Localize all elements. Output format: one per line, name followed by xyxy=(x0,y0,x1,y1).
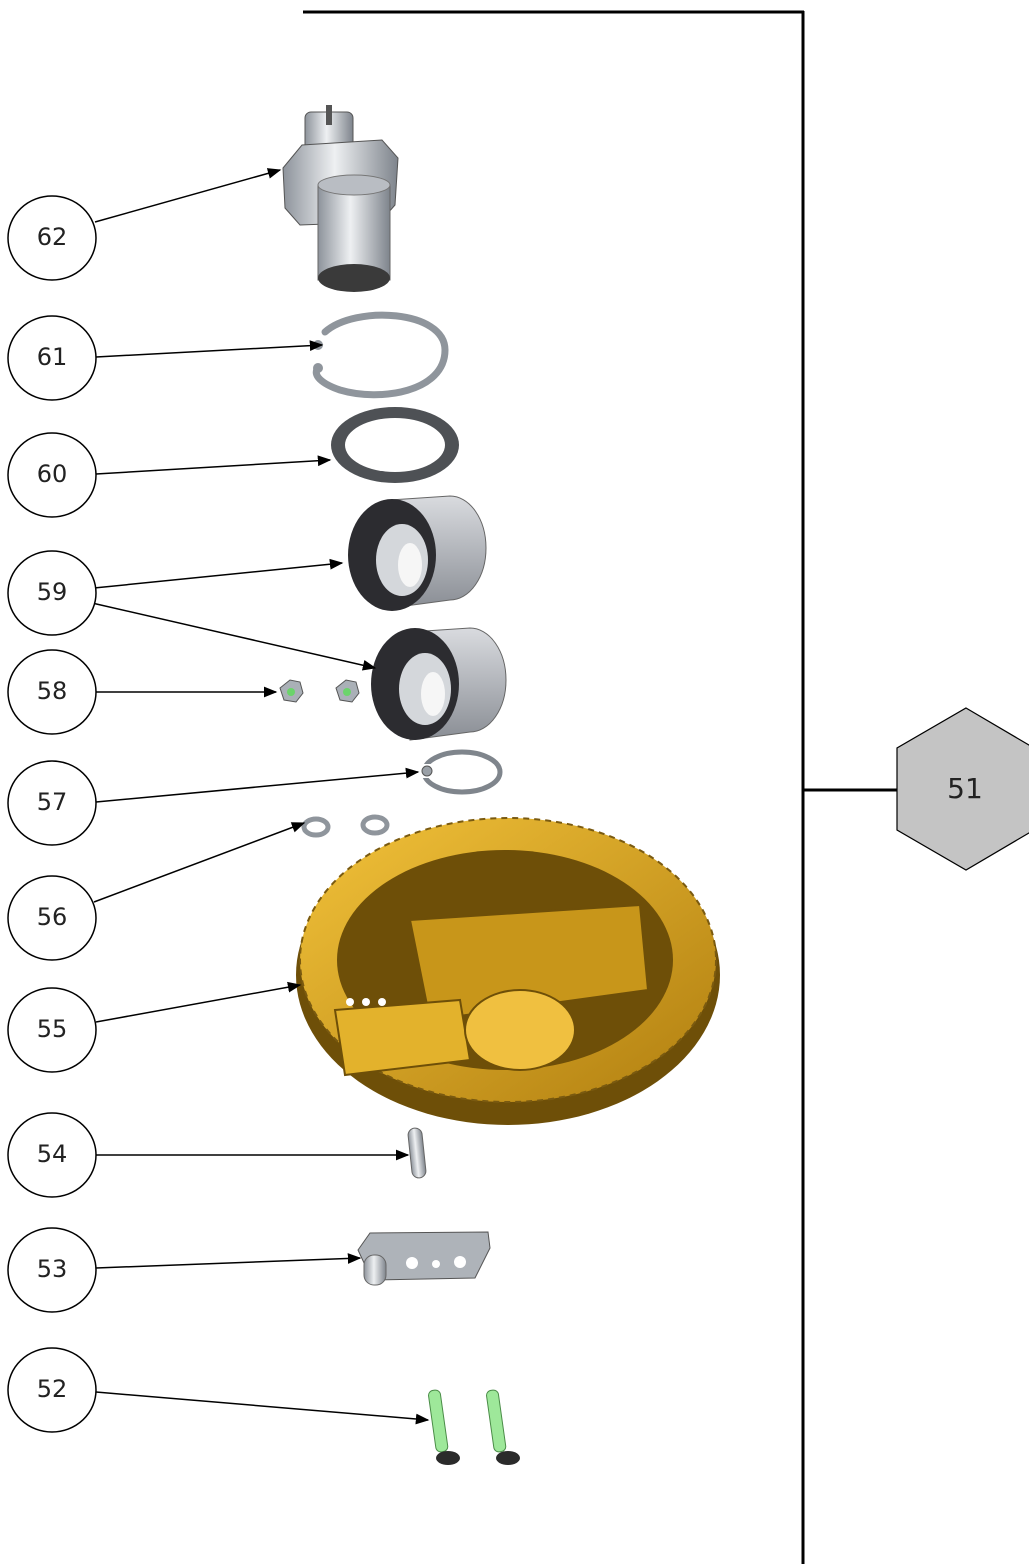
callout-56: 56 xyxy=(7,822,306,961)
hex-nut-parts xyxy=(279,679,360,703)
callout-60: 60 xyxy=(7,432,332,518)
gear-part xyxy=(296,817,720,1125)
assembly-hexagon: 51 xyxy=(896,707,1029,871)
retaining-ring-part xyxy=(420,749,503,795)
stud-shaft-part xyxy=(282,105,399,292)
ball-bearing-lower-part xyxy=(371,627,507,741)
callout-55: 55 xyxy=(7,981,302,1073)
callout-label-54: 54 xyxy=(37,1140,68,1168)
lock-washer-parts xyxy=(301,814,390,838)
callout-label-61: 61 xyxy=(37,343,68,371)
washer-part xyxy=(331,407,459,483)
callout-label-56: 56 xyxy=(37,903,68,931)
callout-59: 59 xyxy=(7,550,377,671)
callout-label-53: 53 xyxy=(37,1255,68,1283)
callout-label-55: 55 xyxy=(37,1015,68,1043)
ball-bearing-upper-part xyxy=(348,495,487,611)
callout-label-60: 60 xyxy=(37,460,68,488)
callout-52: 52 xyxy=(7,1347,430,1433)
callout-58: 58 xyxy=(7,649,278,735)
callout-label-57: 57 xyxy=(37,788,68,816)
callout-57: 57 xyxy=(7,760,420,846)
assembly-label: 51 xyxy=(947,772,983,805)
circlip-part xyxy=(312,311,449,399)
screw-parts xyxy=(428,1389,520,1465)
callout-label-58: 58 xyxy=(37,677,68,705)
callout-61: 61 xyxy=(7,315,324,401)
callout-53: 53 xyxy=(7,1227,362,1313)
callout-label-59: 59 xyxy=(37,578,68,606)
callout-62: 62 xyxy=(7,168,282,281)
callout-label-52: 52 xyxy=(37,1375,68,1403)
callout-54: 54 xyxy=(7,1112,410,1198)
bracket-part xyxy=(357,1231,491,1286)
callout-label-62: 62 xyxy=(37,223,68,251)
pin-part xyxy=(407,1127,427,1179)
